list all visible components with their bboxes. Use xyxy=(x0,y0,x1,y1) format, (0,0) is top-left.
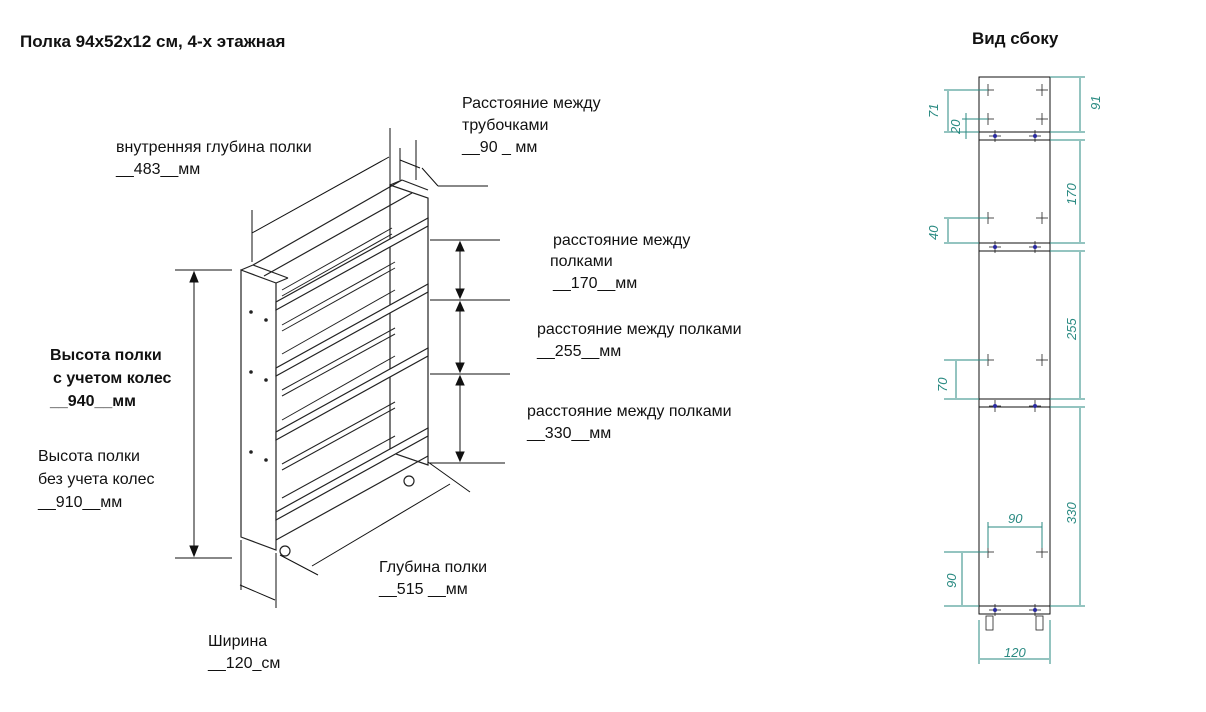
side-view-title: Вид сбоку xyxy=(972,29,1059,48)
shelf-gap-255-label: расстояние между полками xyxy=(537,321,742,338)
shelf-gap-170-label: расстояние между xyxy=(553,232,691,249)
dim-20: 20 xyxy=(948,119,963,135)
shelf-boards xyxy=(275,216,429,522)
height-with-wheels-value: __940__мм xyxy=(50,393,136,410)
wheel-front xyxy=(279,545,291,557)
dim-255: 255 xyxy=(1064,318,1079,341)
inner-depth-value: __483__мм xyxy=(116,161,201,178)
dim-90-horizontal: 90 xyxy=(1008,511,1023,526)
dim-71: 71 xyxy=(926,104,941,118)
height-without-wheels-value: __910__мм xyxy=(38,494,123,511)
side-view-dimension-labels: 91 71 20 170 40 255 70 330 90 90 120 xyxy=(926,96,1103,660)
dim-91: 91 xyxy=(1088,96,1103,110)
height-without-wheels-label-2: без учета колес xyxy=(38,471,155,488)
dim-120: 120 xyxy=(1004,645,1026,660)
side-view-holes xyxy=(982,84,1048,616)
dim-40: 40 xyxy=(926,225,941,240)
height-with-wheels-label-2: с учетом колес xyxy=(53,370,172,387)
shelf-width-label: Ширина xyxy=(208,633,268,650)
tube-distance-label-2: трубочками xyxy=(462,117,549,134)
shelf-gap-170-value: __170__мм xyxy=(553,275,638,292)
side-view-drawing xyxy=(978,76,1051,615)
shelf-depth-label: Глубина полки xyxy=(379,559,488,576)
inner-depth-label: внутренняя глубина полки xyxy=(116,139,312,156)
shelf-tubes xyxy=(281,227,396,499)
tube-distance-value: __90 _ мм xyxy=(462,139,538,156)
front-side-panel xyxy=(240,269,277,551)
dim-330: 330 xyxy=(1064,502,1079,524)
shelf-gap-330-label: расстояние между полками xyxy=(527,403,732,420)
height-without-wheels-label: Высота полки xyxy=(38,448,140,465)
height-with-wheels-label: Высота полки xyxy=(50,347,162,364)
shelf-gap-330-value: __330__мм xyxy=(527,425,612,442)
page-title: Полка 94x52x12 см, 4-х этажная xyxy=(20,32,286,51)
dim-90-vertical: 90 xyxy=(944,573,959,588)
shelf-depth-value: __515 __мм xyxy=(379,581,468,598)
dim-170: 170 xyxy=(1064,183,1079,205)
shelf-width-value: __120_см xyxy=(208,655,281,672)
shelf-gap-170-label-2: полками xyxy=(550,253,613,270)
shelf-gap-255-value: __255__мм xyxy=(537,343,622,360)
wheel-back xyxy=(403,475,415,487)
back-side-panel xyxy=(389,184,429,466)
tube-distance-label: Расстояние между xyxy=(462,95,601,112)
dim-70: 70 xyxy=(935,377,950,392)
side-panel-outline xyxy=(978,76,1051,615)
